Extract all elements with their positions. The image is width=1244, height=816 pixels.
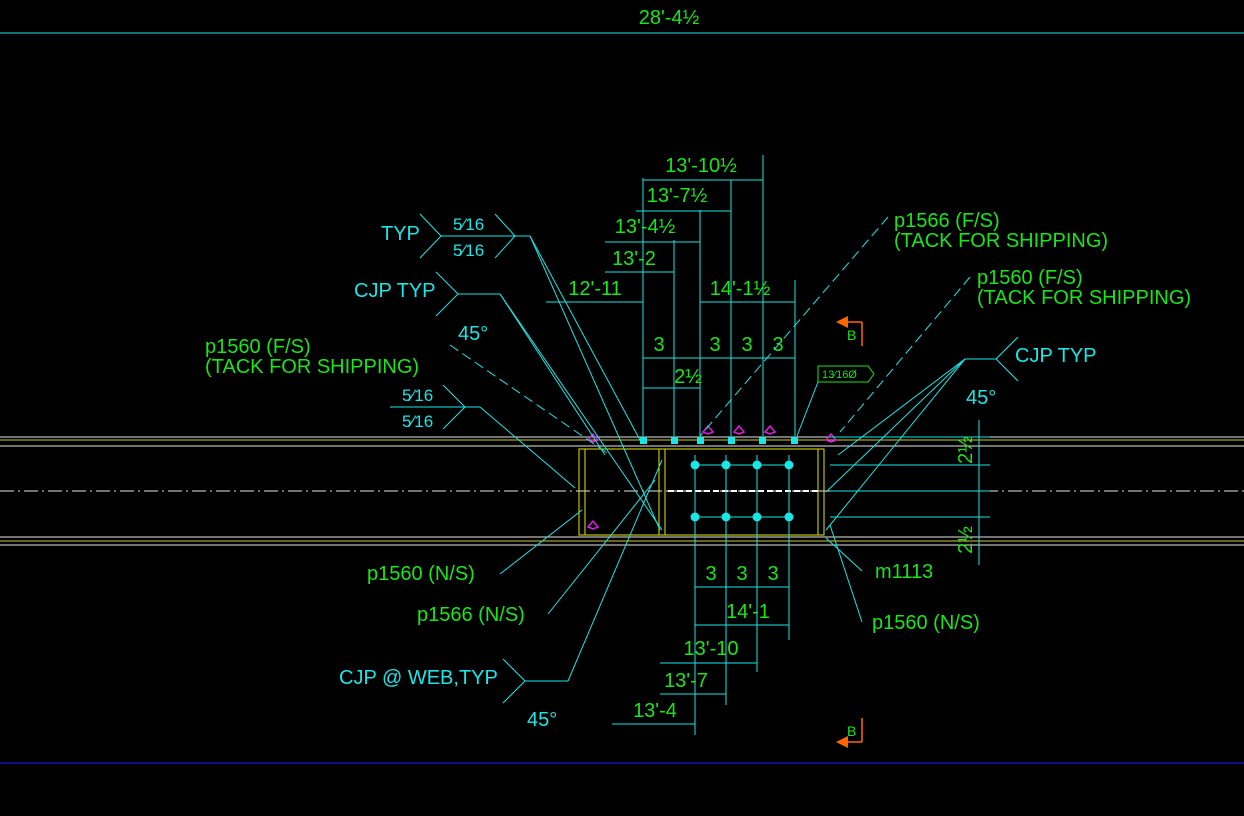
flange-holes [640, 437, 798, 444]
weld-markers [586, 424, 838, 530]
top-edge-dim: 2½ [674, 366, 702, 388]
callout-p1560-fs-left: p1560 (F/S) [205, 336, 311, 358]
hole-size-tag: 13⁄16Ø [796, 365, 875, 437]
weld-symbol-cjp-left [435, 271, 663, 531]
top-spacing-2: 3 [709, 334, 720, 356]
right-dimensions [830, 420, 990, 565]
section-marker-top: B [836, 316, 863, 346]
bottom-spacing-3: 3 [767, 563, 778, 585]
bottom-dim-3: 13'-7 [664, 670, 708, 692]
right-dim-top: 2½ [955, 436, 977, 464]
section-marker-bottom-label: B [847, 723, 856, 739]
top-spacing-3: 3 [741, 334, 752, 356]
section-marker-top-label: B [847, 327, 856, 343]
top-dim-4: 13'-2 [612, 248, 656, 270]
bottom-dim-4: 13'-4 [633, 700, 677, 722]
top-dimensions [546, 155, 796, 436]
bottom-dim-2: 13'-10 [684, 638, 739, 660]
weld-cjp-typ-right-label: CJP TYP [1015, 345, 1097, 367]
top-dim-1: 13'-10½ [665, 155, 737, 177]
top-dim-2: 13'-7½ [647, 185, 708, 207]
weld-symbol-cjp-web [502, 459, 663, 704]
weld-angle-left: 45° [458, 323, 488, 345]
weld-symbol-fs-left [390, 384, 576, 489]
callout-tack-right: (TACK FOR SHIPPING) [977, 287, 1191, 309]
callout-p1566-ns: p1566 (N/S) [417, 604, 525, 626]
bottom-spacing-2: 3 [736, 563, 747, 585]
hole-size-label: 13⁄16Ø [822, 369, 857, 381]
weld-cjp-web-label: CJP @ WEB,TYP [339, 667, 498, 689]
bottom-spacing-1: 3 [705, 563, 716, 585]
weld-symbol-typ [419, 213, 661, 531]
callout-tack-left: (TACK FOR SHIPPING) [205, 356, 419, 378]
callout-p1560-ns-right: p1560 (N/S) [872, 612, 980, 634]
callout-p1560-ns-left: p1560 (N/S) [367, 563, 475, 585]
top-dim-5: 12'-11 [568, 278, 622, 300]
top-dim-3: 13'-4½ [615, 216, 676, 238]
weld-angle-right: 45° [966, 387, 996, 409]
weld-typ-label: TYP [381, 223, 420, 245]
weld-typ-top-size: 5⁄16 [453, 215, 484, 234]
section-marker-bottom: B [836, 718, 863, 748]
weld-fs-top-size: 5⁄16 [402, 386, 433, 405]
splice-plates [578, 448, 825, 536]
weld-typ-bottom-size: 5⁄16 [453, 241, 484, 260]
callout-m1113: m1113 [875, 561, 933, 583]
callout-tack-p1566: (TACK FOR SHIPPING) [894, 230, 1108, 252]
right-dim-bottom: 2½ [955, 526, 977, 554]
callout-leaders [449, 216, 971, 623]
bottom-dim-1: 14'-1 [726, 601, 770, 623]
web-holes [690, 455, 794, 735]
top-spacing-1: 3 [653, 334, 664, 356]
weld-angle-web: 45° [527, 709, 557, 731]
weld-cjp-typ-left-label: CJP TYP [354, 280, 436, 302]
bottom-dimensions [612, 586, 789, 725]
weld-fs-bottom-size: 5⁄16 [402, 412, 433, 431]
beam [0, 436, 1244, 546]
top-dim-6: 14'-1½ [710, 278, 771, 300]
weld-symbol-cjp-right [825, 336, 1019, 531]
callout-p1566-fs: p1566 (F/S) [894, 210, 1000, 232]
overall-length-label: 28'-4½ [639, 7, 700, 29]
callout-p1560-fs-right: p1560 (F/S) [977, 267, 1083, 289]
